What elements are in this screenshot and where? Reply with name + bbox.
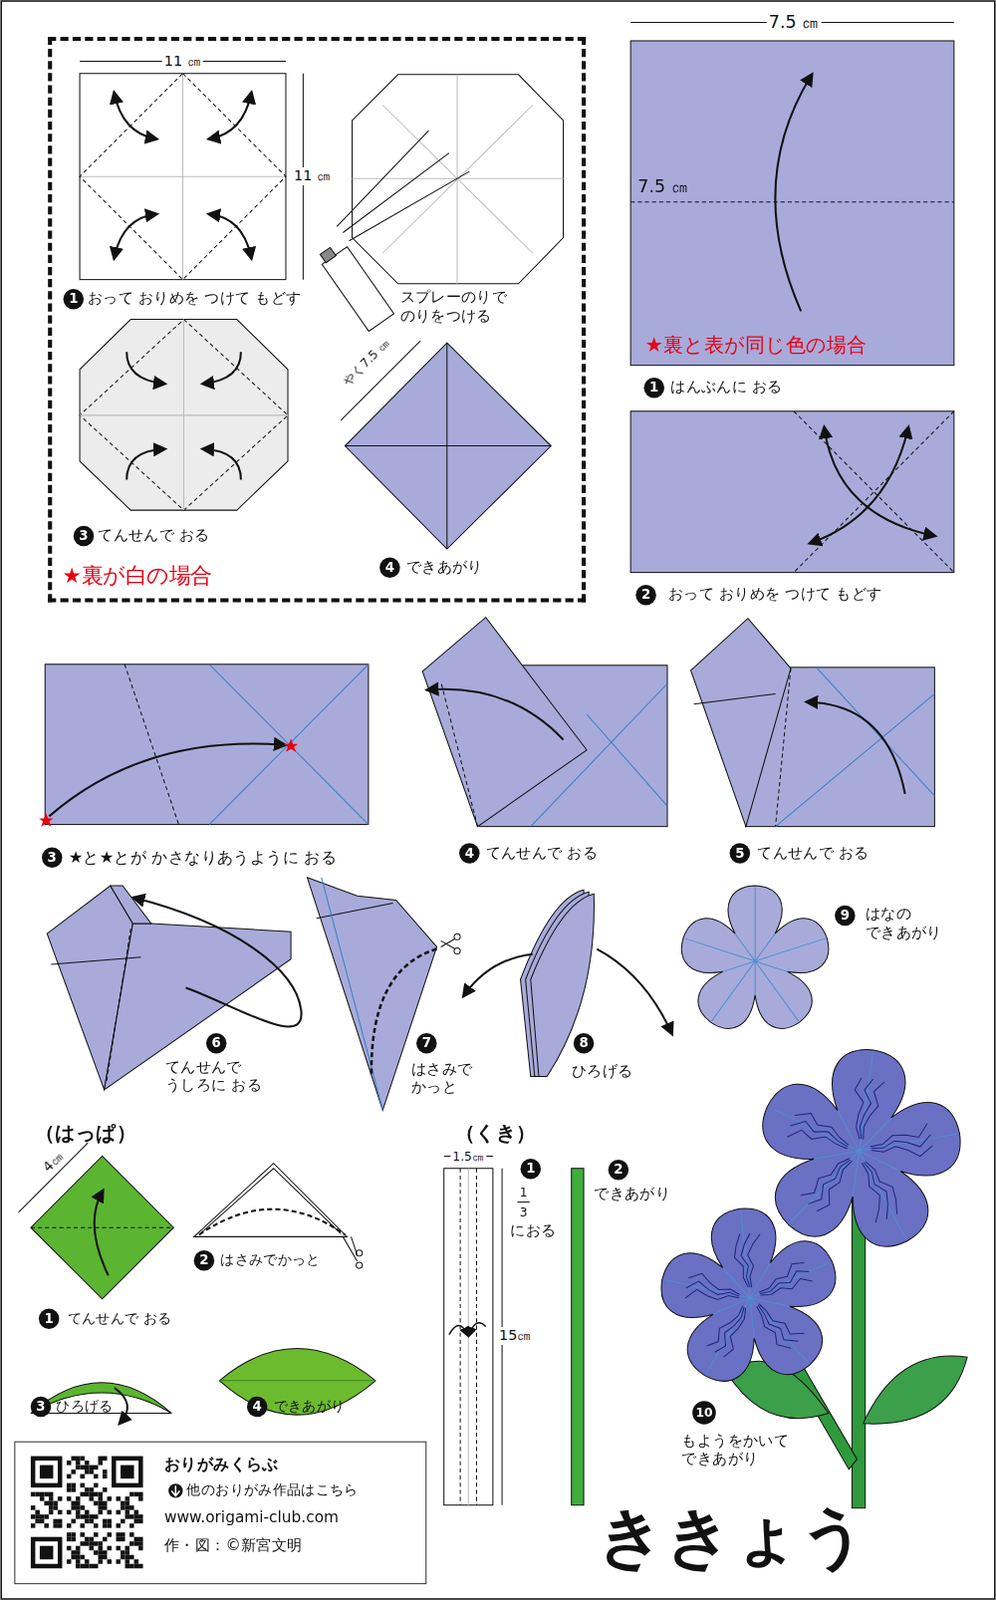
callout-number: 1 — [38, 1308, 59, 1329]
dimension: 1.5㎝ — [450, 1148, 487, 1164]
url: www.origami-club.com — [164, 1506, 339, 1525]
step-text: はさみで かっと — [411, 1059, 496, 1097]
case-note: ★裏と表が同じ色の場合 — [645, 332, 868, 358]
callout-number: 4 — [247, 1396, 267, 1417]
step-text: ひろげる — [55, 1397, 113, 1415]
step-text: できあがり — [273, 1397, 346, 1415]
callout-number: 1 — [520, 1158, 541, 1179]
section-heading: （くき） — [455, 1120, 537, 1146]
step-text: はさみでかっと — [220, 1250, 320, 1268]
step-text: ★と★とが かさなりあうように おる — [68, 846, 337, 867]
title: ききょう — [597, 1492, 867, 1581]
callout-number: 7 — [416, 1032, 437, 1053]
step-text: はなの できあがり — [865, 904, 968, 942]
fraction-denominator: 3 — [519, 1205, 528, 1221]
step-text: できあがり — [593, 1184, 671, 1203]
callout-number: 1 — [644, 377, 665, 398]
callout-number: 8 — [573, 1032, 594, 1053]
callout-number: 2 — [635, 584, 656, 605]
site-name: おりがみくらぶ — [164, 1454, 279, 1475]
callout-number: 3 — [73, 525, 94, 546]
step-text: はんぶんに おる — [670, 377, 782, 396]
callout-number: 10 — [692, 1400, 717, 1425]
callout-number: 2 — [194, 1249, 215, 1270]
dimension: 15㎝ — [497, 1326, 534, 1344]
case-note: ★裏が白の場合 — [61, 563, 212, 590]
step-text: ひろげる — [571, 1061, 633, 1080]
callout-number: 3 — [30, 1396, 51, 1417]
step-text: てんせんで おる — [97, 525, 210, 544]
callout-number: 6 — [206, 1032, 227, 1053]
dimension: 11 ㎝ — [162, 52, 204, 70]
dimension: 7.5 ㎝ — [637, 175, 689, 197]
step-text: てんせんで うしろに おる — [165, 1056, 288, 1094]
step-text: できあがり — [406, 556, 484, 575]
link-note: 他のおりがみ作品はこちら — [186, 1481, 358, 1498]
dimension: 11 ㎝ — [291, 167, 333, 185]
callout-number: 3 — [41, 846, 62, 867]
step-text: もようをかいて できあがり — [681, 1430, 796, 1468]
step-text: てんせんで おる — [486, 842, 598, 861]
callout-number: 4 — [379, 556, 400, 577]
dimension: 4㎝ — [38, 1147, 69, 1178]
white-back-frame: ★裏が白の場合 — [47, 36, 586, 603]
credit-panel: おりがみくらぶ他のおりがみ作品はこちら www.origami-club.com 作… — [13, 1441, 427, 1584]
credit: 作・図：©新宮文明 — [164, 1535, 302, 1554]
step-text: おって おりめを つけて もどす — [87, 288, 301, 307]
callout-number: 9 — [834, 905, 855, 926]
callout-number: 2 — [608, 1159, 629, 1180]
section-heading: （はっぱ） — [34, 1120, 137, 1146]
dimension: 7.5 ㎝ — [766, 11, 822, 33]
callout-number: 4 — [459, 842, 480, 863]
step-text: おって おりめを つけて もどす — [668, 584, 882, 603]
step-text: におる — [509, 1220, 556, 1239]
step-text: てんせんで おる — [67, 1309, 173, 1327]
dimension: やく7.5 ㎝ — [338, 334, 395, 391]
fraction-numerator: 1 — [519, 1184, 528, 1200]
callout-number: 5 — [730, 842, 750, 863]
callout-number: 1 — [63, 288, 84, 309]
step-text: てんせんで おる — [756, 842, 869, 861]
step-text: スプレーのりで のりをつける — [400, 287, 554, 325]
